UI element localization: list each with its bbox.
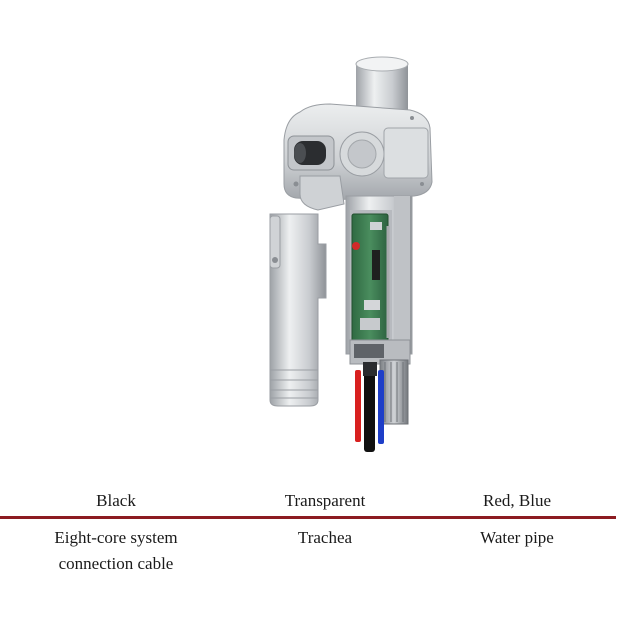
blue-pipe bbox=[378, 370, 384, 444]
header-transparent: Transparent bbox=[232, 488, 418, 519]
cover-shell bbox=[269, 213, 327, 407]
bottom-connector bbox=[349, 339, 411, 425]
cable-color-table-wrap: Black Transparent Red, Blue Eight-core s… bbox=[0, 488, 616, 577]
handle-body bbox=[345, 195, 413, 355]
head-block bbox=[283, 103, 433, 211]
table-header-row: Black Transparent Red, Blue bbox=[0, 488, 616, 519]
black-cable bbox=[364, 368, 375, 452]
cables-and-pipes bbox=[355, 362, 384, 452]
red-pipe bbox=[355, 370, 361, 442]
cell-water-pipe: Water pipe bbox=[480, 528, 554, 547]
cable-color-table: Black Transparent Red, Blue Eight-core s… bbox=[0, 488, 616, 577]
laser-welding-head-illustration bbox=[269, 56, 433, 452]
welding-head-cutaway-image bbox=[269, 56, 433, 452]
header-black: Black bbox=[0, 488, 232, 519]
header-red-blue: Red, Blue bbox=[418, 488, 616, 519]
table-row: Eight-core system connection cable Trach… bbox=[0, 518, 616, 578]
cell-trachea: Trachea bbox=[297, 528, 353, 547]
cell-eight-core-cable: Eight-core system connection cable bbox=[54, 528, 178, 573]
